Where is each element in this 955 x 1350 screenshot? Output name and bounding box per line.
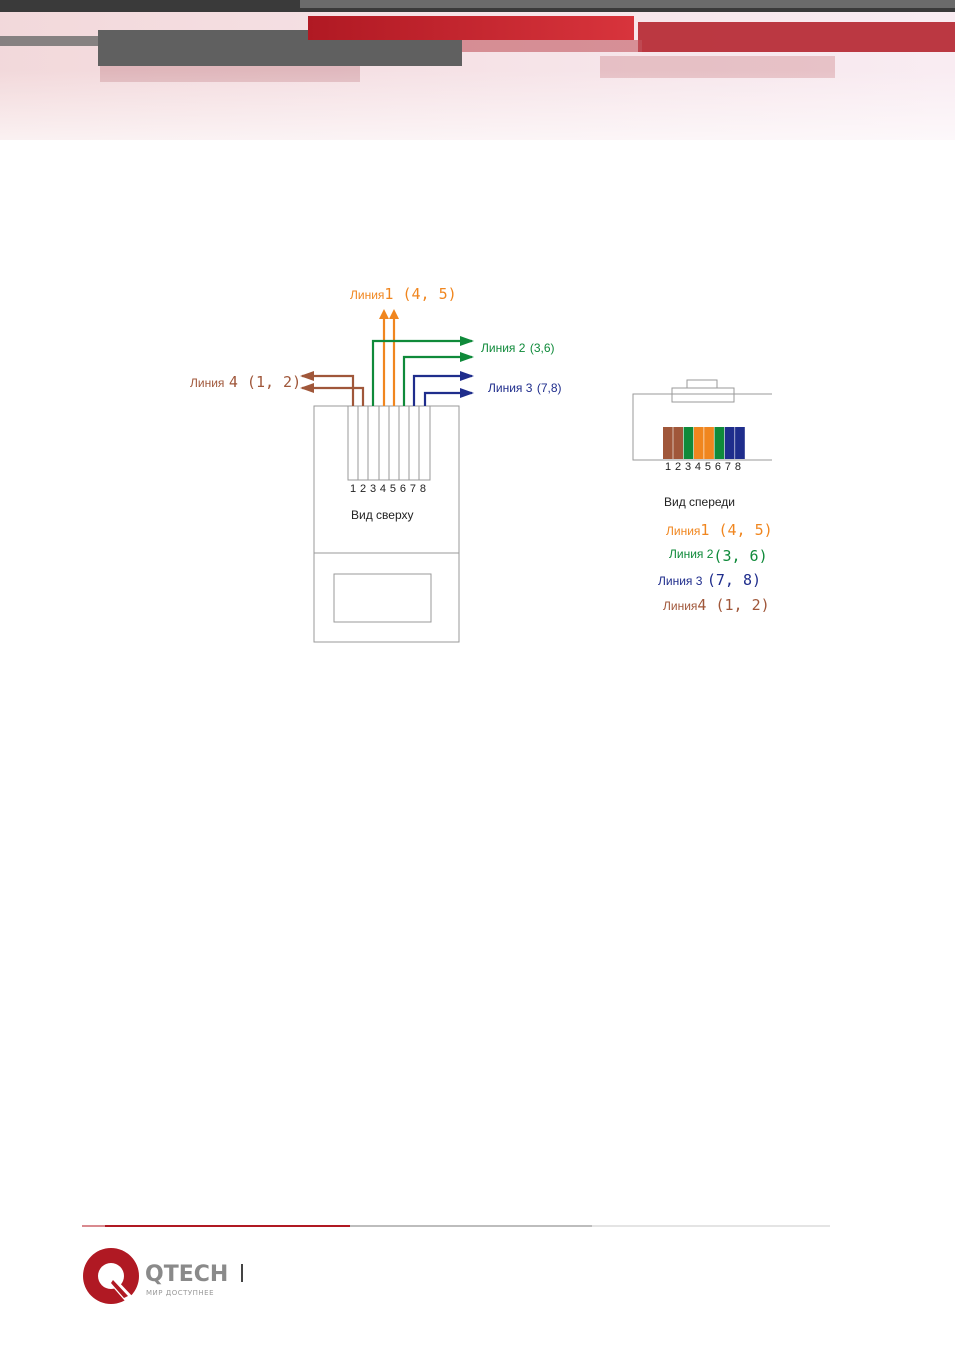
line3-prefix: Линия 3 — [488, 381, 532, 395]
line1-arrows — [384, 314, 394, 406]
front-view-title: Вид спереди — [664, 496, 735, 508]
legend-line4-pins: 4 (1, 2) — [697, 596, 769, 614]
line2-prefix: Линия 2 — [481, 341, 525, 355]
brand-slogan: МИР ДОСТУПНЕЕ — [146, 1289, 214, 1297]
front-pin-7 — [725, 427, 735, 459]
line1-pins: 1 (4, 5) — [384, 285, 456, 303]
front-view-connector — [633, 380, 772, 460]
front-view-pin-numbers: 1 2 3 4 5 6 7 8 — [665, 462, 741, 473]
legend-line1-pins: 1 (4, 5) — [700, 521, 772, 539]
line1-prefix: Линия — [350, 288, 384, 302]
line3-arrows — [414, 376, 472, 406]
legend-line2-prefix: Линия 2 — [669, 547, 713, 561]
front-pin-6 — [715, 427, 725, 459]
qtech-logo-icon — [83, 1247, 141, 1305]
line1-arrow-label: Линия1 (4, 5) — [350, 287, 457, 303]
legend-line2: Линия 2(3, 6) — [669, 546, 768, 562]
footer-rule — [0, 1220, 955, 1350]
front-pin-8 — [735, 427, 745, 459]
legend-line3: Линия 3 (7, 8) — [658, 573, 761, 589]
legend-line1-prefix: Линия — [666, 524, 700, 538]
legend-line2-pins: (3, 6) — [713, 547, 767, 565]
top-view-connector — [314, 406, 459, 642]
legend-line3-prefix: Линия 3 — [658, 574, 702, 588]
brand-separator — [241, 1264, 243, 1282]
line2-arrows — [373, 341, 472, 406]
line4-arrows — [302, 376, 363, 406]
top-view-title: Вид сверху — [351, 509, 414, 521]
legend-line1: Линия1 (4, 5) — [666, 523, 773, 539]
front-pin-3 — [684, 427, 694, 459]
top-view-pin-numbers: 1 2 3 4 5 6 7 8 — [350, 484, 426, 495]
front-pin-1 — [663, 427, 673, 459]
brand-name: QTECH — [145, 1262, 228, 1287]
rj45-wiring-diagram — [0, 0, 955, 700]
line3-pins: (7,8) — [537, 381, 562, 395]
line4-pins: 4 (1, 2) — [229, 373, 301, 391]
legend-line4-prefix: Линия — [663, 599, 697, 613]
line2-pins: (3,6) — [530, 341, 555, 355]
line3-arrow-label: Линия 3 (7,8) — [488, 380, 562, 396]
line4-prefix: Линия — [190, 376, 224, 390]
front-pin-5 — [704, 427, 714, 459]
legend-line4: Линия4 (1, 2) — [663, 598, 770, 614]
line2-arrow-label: Линия 2 (3,6) — [481, 340, 555, 356]
front-pin-4 — [694, 427, 704, 459]
legend-line3-pins: (7, 8) — [707, 571, 761, 589]
line4-arrow-label: Линия 4 (1, 2) — [190, 375, 301, 391]
front-pin-2 — [673, 427, 683, 459]
